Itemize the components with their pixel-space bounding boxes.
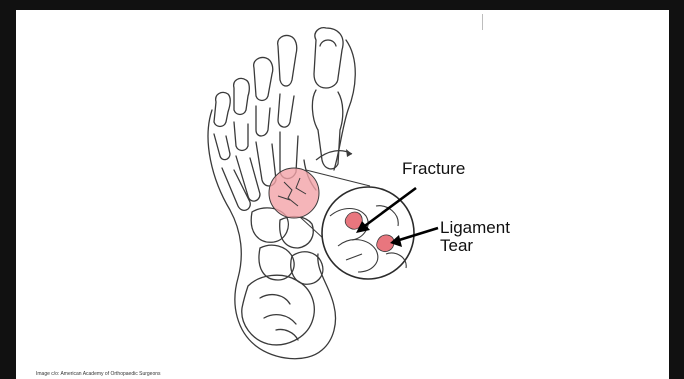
ligament-label-line1: Ligament: [440, 219, 510, 237]
foot-fracture-illustration: [16, 10, 669, 379]
fracture-label: Fracture: [402, 159, 465, 179]
ligament-tear-label: Ligament Tear: [440, 219, 510, 255]
divider-mark: [482, 14, 483, 30]
image-credit: Image c/o: American Academy of Orthopaed…: [36, 371, 161, 377]
slide: Fracture Ligament Tear Image c/o: Americ…: [16, 10, 669, 379]
injury-highlight: [269, 168, 319, 218]
ligament-label-line2: Tear: [440, 237, 510, 255]
